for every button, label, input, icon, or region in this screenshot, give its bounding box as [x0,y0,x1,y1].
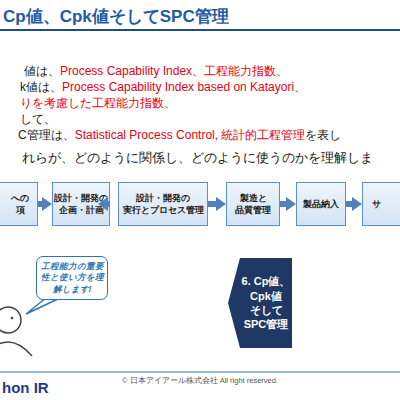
highlight-text: りを考慮した工程能力指数、 [20,96,176,110]
process-box: 製品納入 [296,182,346,226]
text-line: 値は、Process Capability Index、工程能力指数、 [24,64,288,78]
node-text: サ [369,198,383,210]
node-text: 工程能力の重要性と使い方を理解します! [37,261,107,294]
body-text: れらが、どのように関係し、どのように使うのかを理解しま [22,150,373,165]
title-rule [0,29,400,31]
person-head [0,307,21,333]
speech-bubble: 工程能力の重要性と使い方を理解します! [36,256,108,300]
body-text: k値は、 [20,80,62,94]
flow-arrow [280,201,286,207]
node-text: への 項 [8,192,32,216]
text-line: k値は、Process Capability Index based on Ka… [20,80,306,94]
person-body [0,342,32,356]
slide-title: Cp値、Cpk値そしてSPC管理 [3,5,229,28]
node-text: 設計・開発の 企画・計画 [54,192,108,216]
node-text: 製品納入 [298,198,344,210]
flow-arrow [346,201,352,207]
pentagon-shape [228,258,292,348]
process-box: 製造と 品質管理 [226,182,280,226]
pentagon-fill [228,258,292,348]
bubble-tail [26,298,60,314]
body-text: を表し [305,128,341,142]
node-text: 設計・開発の 実行とプロセス管理 [120,192,206,216]
process-box: サ [362,182,400,226]
text-line: りを考慮した工程能力指数、 [20,96,176,110]
company-logo: hon IR [2,379,49,396]
process-box: 設計・開発の 実行とプロセス管理 [118,182,208,226]
highlight-text: Statistical Process Control, 統計的工程管理 [75,128,306,142]
flow-arrow [208,201,216,207]
chapter-marker: 6. Cp値、 Cpk値 そして SPC管理 [228,258,292,348]
text-line: C管理は、Statistical Process Control, 統計的工程管… [18,128,341,142]
process-box: 設計・開発の 企画・計画 [52,182,110,226]
text-line: して、 [20,112,56,126]
body-text: して、 [20,112,56,126]
node-text: 製造と 品質管理 [233,192,273,216]
highlight-text: Process Capability Index、工程能力指数、 [60,64,288,78]
copyright-note: © 日本アイアール株式会社 All right reserved. [0,376,400,386]
highlight-text: Process Capability Index based on Katayo… [62,80,306,94]
node-text: 6. Cp値、 Cpk値 そして SPC管理 [240,274,292,331]
process-box: への 項 [0,182,38,226]
flow-arrow [38,201,42,207]
footer-rule [0,372,400,373]
text-line: れらが、どのように関係し、どのように使うのかを理解しま [22,150,373,166]
body-text: 値は、 [24,64,60,78]
body-text: C管理は、 [18,128,75,142]
person-eye [11,317,14,320]
